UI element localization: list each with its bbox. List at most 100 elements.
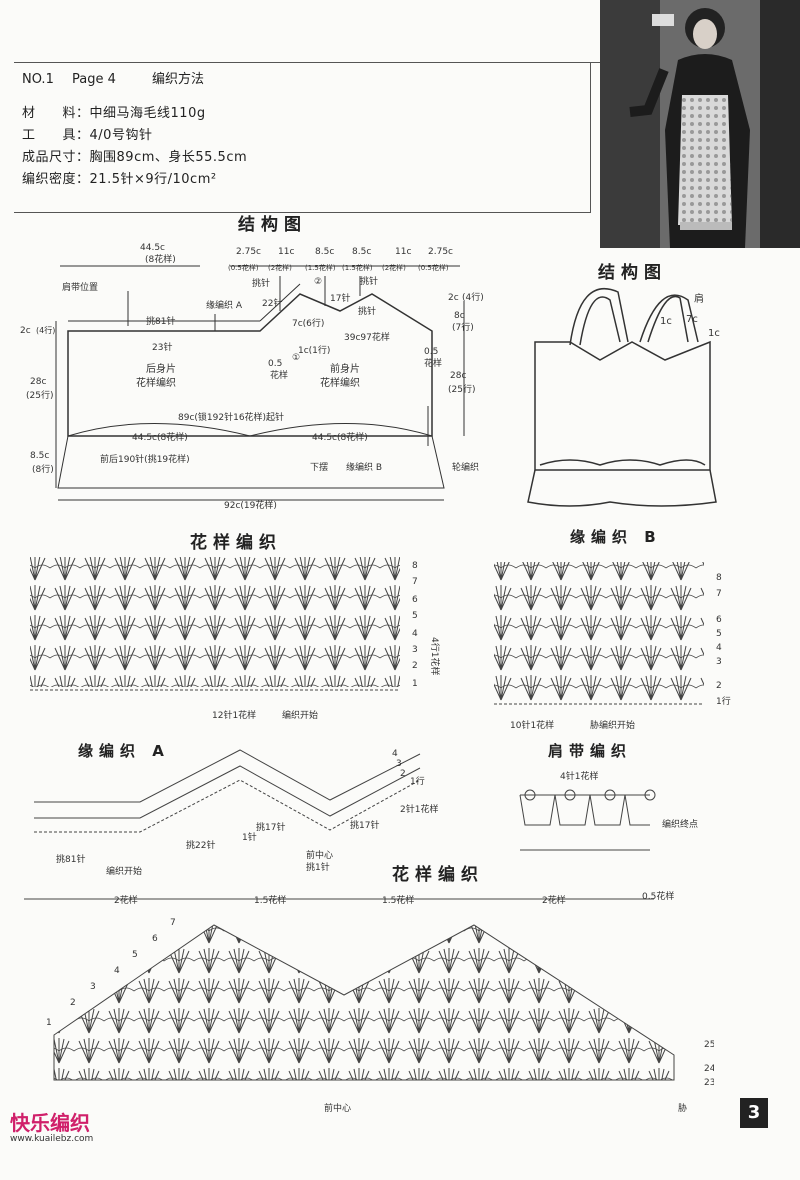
pattern2-title: 花样编织 — [392, 865, 484, 885]
pattern2-row-1: 1 — [46, 1018, 52, 1028]
label-half-left: 44.5c(8花样) — [132, 431, 188, 443]
model-photo — [600, 0, 800, 248]
edge-b-row-8: 8 — [716, 573, 722, 583]
edge-a-center-sub: 挑1针 — [306, 861, 330, 873]
edge-b-repeat: 10针1花样 — [510, 719, 554, 731]
pattern-title: 花样编织 — [190, 533, 282, 553]
pattern2-row-6: 6 — [152, 934, 158, 944]
pattern-rows-label: 4行1花样 — [429, 637, 441, 675]
strap-repeat: 4针1花样 — [560, 770, 598, 782]
dim-seg-5: 2.75c — [428, 247, 453, 257]
pattern-row-3: 3 — [412, 645, 418, 655]
spec-gauge: 编织密度：21.5针×9行/10cm² — [22, 172, 217, 187]
label-39c: 39c97花样 — [344, 331, 390, 343]
label-r2c-rows: (4行) — [462, 291, 484, 303]
pattern-row-1: 1 — [412, 679, 418, 689]
label-loop: 轮编织 — [452, 461, 479, 473]
label-pick-81: 挑81针 — [146, 315, 175, 327]
edge-a-row-1: 1行 — [410, 775, 425, 787]
label-hem: 下摆 — [310, 461, 328, 473]
label-side-pattern-right: 花样 — [424, 357, 442, 369]
header-method: 编织方法 — [152, 72, 205, 87]
edge-b-row-6: 6 — [716, 615, 722, 625]
label-h85-rows: (8行) — [32, 463, 54, 475]
label-7c: 7c(6行) — [292, 317, 324, 329]
label-right-7c: 7c — [686, 314, 698, 325]
pattern2-row-2: 2 — [70, 998, 76, 1008]
header-page: Page 4 — [71, 72, 116, 87]
edge-a-row-2: 2 — [400, 769, 406, 779]
stitch-chart-pattern: 8 7 6 5 4 3 2 1 4行1花样 12针1花样 编织开始 — [30, 557, 441, 721]
edge-a-pick-81: 挑81针 — [56, 853, 85, 865]
pattern2-row-7: 7 — [170, 918, 176, 928]
edge-a-pick-17b: 挑17针 — [350, 819, 379, 831]
label-pick-1: 挑针 — [252, 277, 270, 289]
label-circle-2: ② — [314, 277, 322, 287]
edge-a-center: 前中心 — [306, 849, 333, 861]
pattern2-side: 胁 — [678, 1103, 687, 1114]
dim-seg-1: 11c — [278, 247, 294, 257]
label-hem-pick: 前后190针(挑19花样) — [100, 453, 190, 465]
label-r8c: 8c — [454, 311, 465, 321]
spec-size: 成品尺寸：胸围89cm、身长55.5cm — [22, 150, 248, 165]
pattern2-row-25: 25 — [704, 1040, 714, 1050]
label-r28c-rows: (25行) — [448, 383, 475, 395]
dim-seg-4: 11c — [395, 247, 411, 257]
label-bottom-width: 92c(19花样) — [224, 499, 277, 511]
label-strap-position: 肩带位置 — [62, 281, 98, 293]
pattern2-top-3: 2花样 — [542, 894, 566, 906]
label-1c: 1c(1行) — [298, 344, 330, 356]
label-back-pattern: 花样编织 — [136, 376, 176, 389]
label-r28c: 28c — [450, 371, 466, 381]
label-side-05-right: 0.5 — [424, 347, 438, 357]
pattern-start: 编织开始 — [282, 709, 318, 721]
label-r2c: 2c — [448, 293, 459, 303]
pattern2-center: 前中心 — [324, 1102, 351, 1114]
pattern2-row-23: 23 — [704, 1078, 714, 1088]
pattern-repeat: 12针1花样 — [212, 709, 256, 721]
label-side-05-left: 0.5 — [268, 359, 282, 369]
label-pick-3: 挑针 — [360, 275, 378, 287]
label-back-piece: 后身片 — [146, 362, 176, 375]
edge-b-row-7: 7 — [716, 589, 722, 599]
dim-seg-2: 8.5c — [315, 247, 334, 257]
edge-a-repeat: 2针1花样 — [400, 803, 438, 815]
spec-tool: 工 具：4/0号钩针 — [22, 128, 153, 143]
edge-b-row-4: 4 — [716, 643, 722, 653]
pattern-row-2: 2 — [412, 661, 418, 671]
dim-seg-sub-4: (2花样) — [382, 263, 406, 272]
dim-seg-3: 8.5c — [352, 247, 371, 257]
dim-seg-sub-5: (0.5花样) — [418, 263, 449, 272]
structure-title: 结构图 — [238, 215, 307, 235]
label-h85: 8.5c — [30, 451, 49, 461]
label-right-1c-2: 1c — [708, 328, 720, 339]
pattern-row-8: 8 — [412, 561, 418, 571]
pattern2-row-24: 24 — [704, 1064, 714, 1074]
pattern2-row-5: 5 — [132, 950, 138, 960]
label-pick-2: 挑针 — [358, 305, 376, 317]
pattern2-top-4: 0.5花样 — [642, 890, 674, 902]
label-chain-start: 89c(锁192针16花样)起针 — [178, 411, 284, 423]
dim-seg-sub-0: (0.5花样) — [228, 263, 259, 272]
dim-top-width: 44.5c — [140, 243, 165, 253]
label-right-1c: 1c — [660, 316, 672, 327]
label-h2c-rows: (4行) — [36, 325, 55, 335]
edge-a-one-stitch: 1针 — [242, 831, 257, 843]
logo-url: www.kuailebz.com — [10, 1134, 94, 1144]
label-side-pattern-left: 花样 — [270, 369, 288, 381]
edge-a-pick-22: 挑22针 — [186, 839, 215, 851]
label-edge-b: 缘编织 B — [346, 461, 382, 473]
structure-title-right: 结构图 — [598, 263, 667, 283]
pattern-row-5: 5 — [412, 611, 418, 621]
edge-a-title: 缘编织 A — [78, 742, 170, 760]
edge-a-row-3: 3 — [396, 759, 402, 769]
label-front-piece: 前身片 — [330, 362, 360, 375]
label-pick-22: 22针 — [262, 297, 282, 309]
edge-a-pick-17a: 挑17针 — [256, 821, 285, 833]
structure-diagram: 44.5c (8花样) 2.75c 11c 8.5c 8.5c 11c 2.75… — [20, 243, 484, 511]
logo-text: 快乐编织 — [10, 1111, 90, 1135]
label-h28c: 28c — [30, 377, 46, 387]
site-logo: 快乐编织 www.kuailebz.com — [10, 1112, 100, 1172]
label-h2c: 2c — [20, 326, 31, 336]
label-pick-17: 17针 — [330, 292, 350, 304]
